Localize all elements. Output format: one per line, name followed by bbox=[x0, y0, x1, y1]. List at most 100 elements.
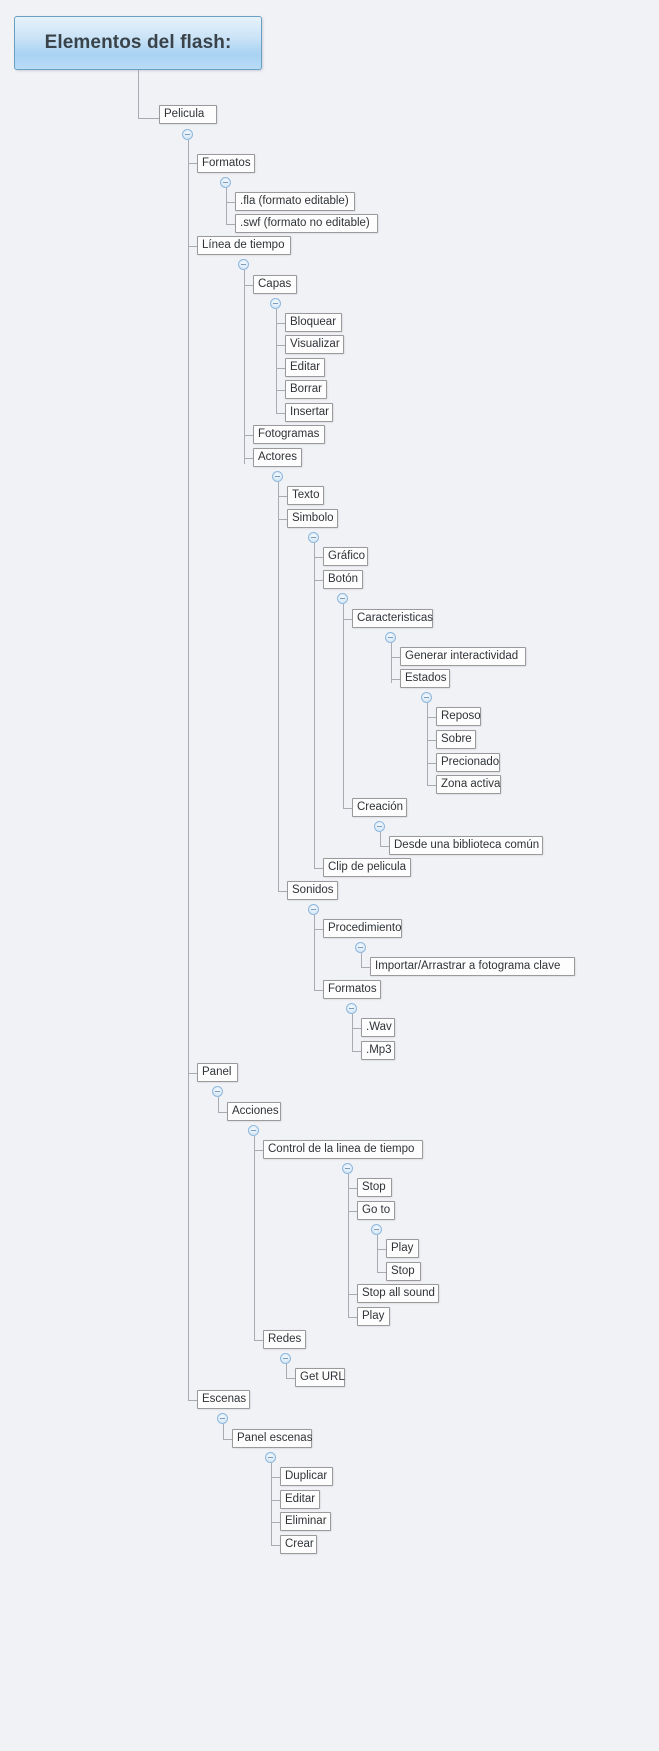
node-label: Panel escenas bbox=[237, 1431, 313, 1444]
node-panel-escenas[interactable]: Panel escenas bbox=[232, 1429, 312, 1448]
node-label: Acciones bbox=[232, 1104, 279, 1117]
minus-circle-icon-capas[interactable] bbox=[270, 298, 281, 309]
node-crear[interactable]: Crear bbox=[280, 1535, 317, 1554]
node-insertar[interactable]: Insertar bbox=[285, 403, 333, 422]
node-estados[interactable]: Estados bbox=[400, 669, 450, 688]
node-desde-una-biblioteca-comun[interactable]: Desde una biblioteca común bbox=[389, 836, 543, 855]
node-capas[interactable]: Capas bbox=[253, 275, 297, 294]
node-label: Visualizar bbox=[290, 337, 340, 350]
node-redes[interactable]: Redes bbox=[263, 1330, 306, 1349]
node-editar[interactable]: Editar bbox=[285, 358, 325, 377]
connector-linea-de-tiempo bbox=[188, 246, 198, 247]
node-go-to[interactable]: Go to bbox=[357, 1201, 395, 1220]
minus-circle-icon-formatos[interactable] bbox=[220, 177, 231, 188]
node-stop-all-sound[interactable]: Stop all sound bbox=[357, 1284, 439, 1303]
node-label: Gráfico bbox=[328, 549, 366, 562]
connector-generar-interactividad bbox=[391, 657, 401, 658]
minus-circle-icon-redes[interactable] bbox=[280, 1353, 291, 1364]
node-stop[interactable]: Stop bbox=[357, 1178, 392, 1197]
node-label: Control de la linea de tiempo bbox=[268, 1142, 415, 1155]
minus-circle-icon-acciones[interactable] bbox=[248, 1125, 259, 1136]
minus-circle-icon-actores[interactable] bbox=[272, 471, 283, 482]
node-goto-play[interactable]: Play bbox=[386, 1239, 419, 1258]
node-clip-de-pelicula[interactable]: Clip de pelicula bbox=[323, 858, 411, 877]
node-label: Zona activa bbox=[441, 777, 501, 790]
connector-root-vertical bbox=[138, 70, 139, 118]
connector-fla bbox=[226, 202, 236, 203]
node-borrar[interactable]: Borrar bbox=[285, 380, 327, 399]
node-caracteristicas[interactable]: Caracteristicas bbox=[352, 609, 433, 628]
node-creacion[interactable]: Creación bbox=[352, 798, 407, 817]
node-grafico[interactable]: Gráfico bbox=[323, 547, 368, 566]
node-formatos-sonido[interactable]: Formatos bbox=[323, 980, 381, 999]
node-reposo[interactable]: Reposo bbox=[436, 707, 481, 726]
node-importar-arrastrar-a-fotograma-clave[interactable]: Importar/Arrastrar a fotograma clave bbox=[370, 957, 575, 976]
node-zona-activa[interactable]: Zona activa bbox=[436, 775, 501, 794]
node-simbolo[interactable]: Simbolo bbox=[287, 509, 338, 528]
node-label: Caracteristicas bbox=[357, 611, 434, 624]
node-escena-editar[interactable]: Editar bbox=[280, 1490, 320, 1509]
node-panel[interactable]: Panel bbox=[197, 1063, 238, 1082]
minus-circle-icon-linea-de-tiempo[interactable] bbox=[238, 259, 249, 270]
node-mp3[interactable]: .Mp3 bbox=[361, 1041, 395, 1060]
node-sonidos[interactable]: Sonidos bbox=[287, 881, 338, 900]
minus-circle-icon-sonidos[interactable] bbox=[308, 904, 319, 915]
minus-circle-icon-control-linea-tiempo[interactable] bbox=[342, 1163, 353, 1174]
connector-control-trunk bbox=[348, 1174, 349, 1317]
minus-circle-icon-pelicula[interactable] bbox=[182, 129, 193, 140]
node-generar-interactividad[interactable]: Generar interactividad bbox=[400, 647, 526, 666]
node-play[interactable]: Play bbox=[357, 1307, 390, 1326]
node-label: Sobre bbox=[441, 732, 472, 745]
root-node-elementos-del-flash[interactable]: Elementos del flash: bbox=[14, 16, 262, 70]
minus-circle-icon-creacion[interactable] bbox=[374, 821, 385, 832]
node-linea-de-tiempo[interactable]: Línea de tiempo bbox=[197, 236, 291, 255]
connector-fotogramas bbox=[244, 435, 254, 436]
minus-circle-icon-simbolo[interactable] bbox=[308, 532, 319, 543]
node-fla-formato-editable[interactable]: .fla (formato editable) bbox=[235, 192, 355, 211]
node-sobre[interactable]: Sobre bbox=[436, 730, 476, 749]
minus-circle-icon-estados[interactable] bbox=[421, 692, 432, 703]
connector-sonidos bbox=[278, 891, 288, 892]
connector-duplicar bbox=[271, 1477, 281, 1478]
node-actores[interactable]: Actores bbox=[253, 448, 302, 467]
node-eliminar[interactable]: Eliminar bbox=[280, 1512, 331, 1531]
node-visualizar[interactable]: Visualizar bbox=[285, 335, 344, 354]
node-boton[interactable]: Botón bbox=[323, 570, 363, 589]
node-label: Pelicula bbox=[164, 107, 205, 120]
node-escenas[interactable]: Escenas bbox=[197, 1390, 250, 1409]
connector-insertar bbox=[276, 413, 286, 414]
node-precionado[interactable]: Precionado bbox=[436, 753, 500, 772]
connector-boton bbox=[314, 580, 324, 581]
node-fotogramas[interactable]: Fotogramas bbox=[253, 425, 325, 444]
minus-circle-icon-procedimiento[interactable] bbox=[355, 942, 366, 953]
node-bloquear[interactable]: Bloquear bbox=[285, 313, 342, 332]
connector-mp3 bbox=[352, 1051, 362, 1052]
node-goto-stop[interactable]: Stop bbox=[386, 1262, 421, 1281]
node-formatos[interactable]: Formatos bbox=[197, 154, 255, 173]
node-get-url[interactable]: Get URL bbox=[295, 1368, 345, 1387]
connector-visualizar bbox=[276, 345, 286, 346]
node-pelicula[interactable]: Pelicula bbox=[159, 105, 217, 124]
minus-circle-icon-panel[interactable] bbox=[212, 1086, 223, 1097]
node-texto[interactable]: Texto bbox=[287, 486, 324, 505]
connector-estados-trunk bbox=[427, 703, 428, 785]
minus-circle-icon-caracteristicas[interactable] bbox=[385, 632, 396, 643]
node-control-de-la-linea-de-tiempo[interactable]: Control de la linea de tiempo bbox=[263, 1140, 423, 1159]
node-label: Botón bbox=[328, 572, 359, 585]
connector-root-horizontal bbox=[138, 118, 160, 119]
node-procedimiento[interactable]: Procedimiento bbox=[323, 919, 402, 938]
node-label: Insertar bbox=[290, 405, 329, 418]
minus-circle-icon-panel-escenas[interactable] bbox=[265, 1452, 276, 1463]
node-swf-formato-no-editable[interactable]: .swf (formato no editable) bbox=[235, 214, 378, 233]
minus-circle-icon-escenas[interactable] bbox=[217, 1413, 228, 1424]
connector-escenas bbox=[188, 1400, 198, 1401]
node-duplicar[interactable]: Duplicar bbox=[280, 1467, 333, 1486]
node-label: Línea de tiempo bbox=[202, 238, 285, 251]
minus-circle-icon-go-to[interactable] bbox=[371, 1224, 382, 1235]
minus-circle-icon-formatos-sonido[interactable] bbox=[346, 1003, 357, 1014]
connector-actores-trunk bbox=[278, 482, 279, 891]
node-wav[interactable]: .Wav bbox=[361, 1018, 395, 1037]
node-acciones[interactable]: Acciones bbox=[227, 1102, 281, 1121]
node-label: Desde una biblioteca común bbox=[394, 838, 540, 851]
minus-circle-icon-boton[interactable] bbox=[337, 593, 348, 604]
